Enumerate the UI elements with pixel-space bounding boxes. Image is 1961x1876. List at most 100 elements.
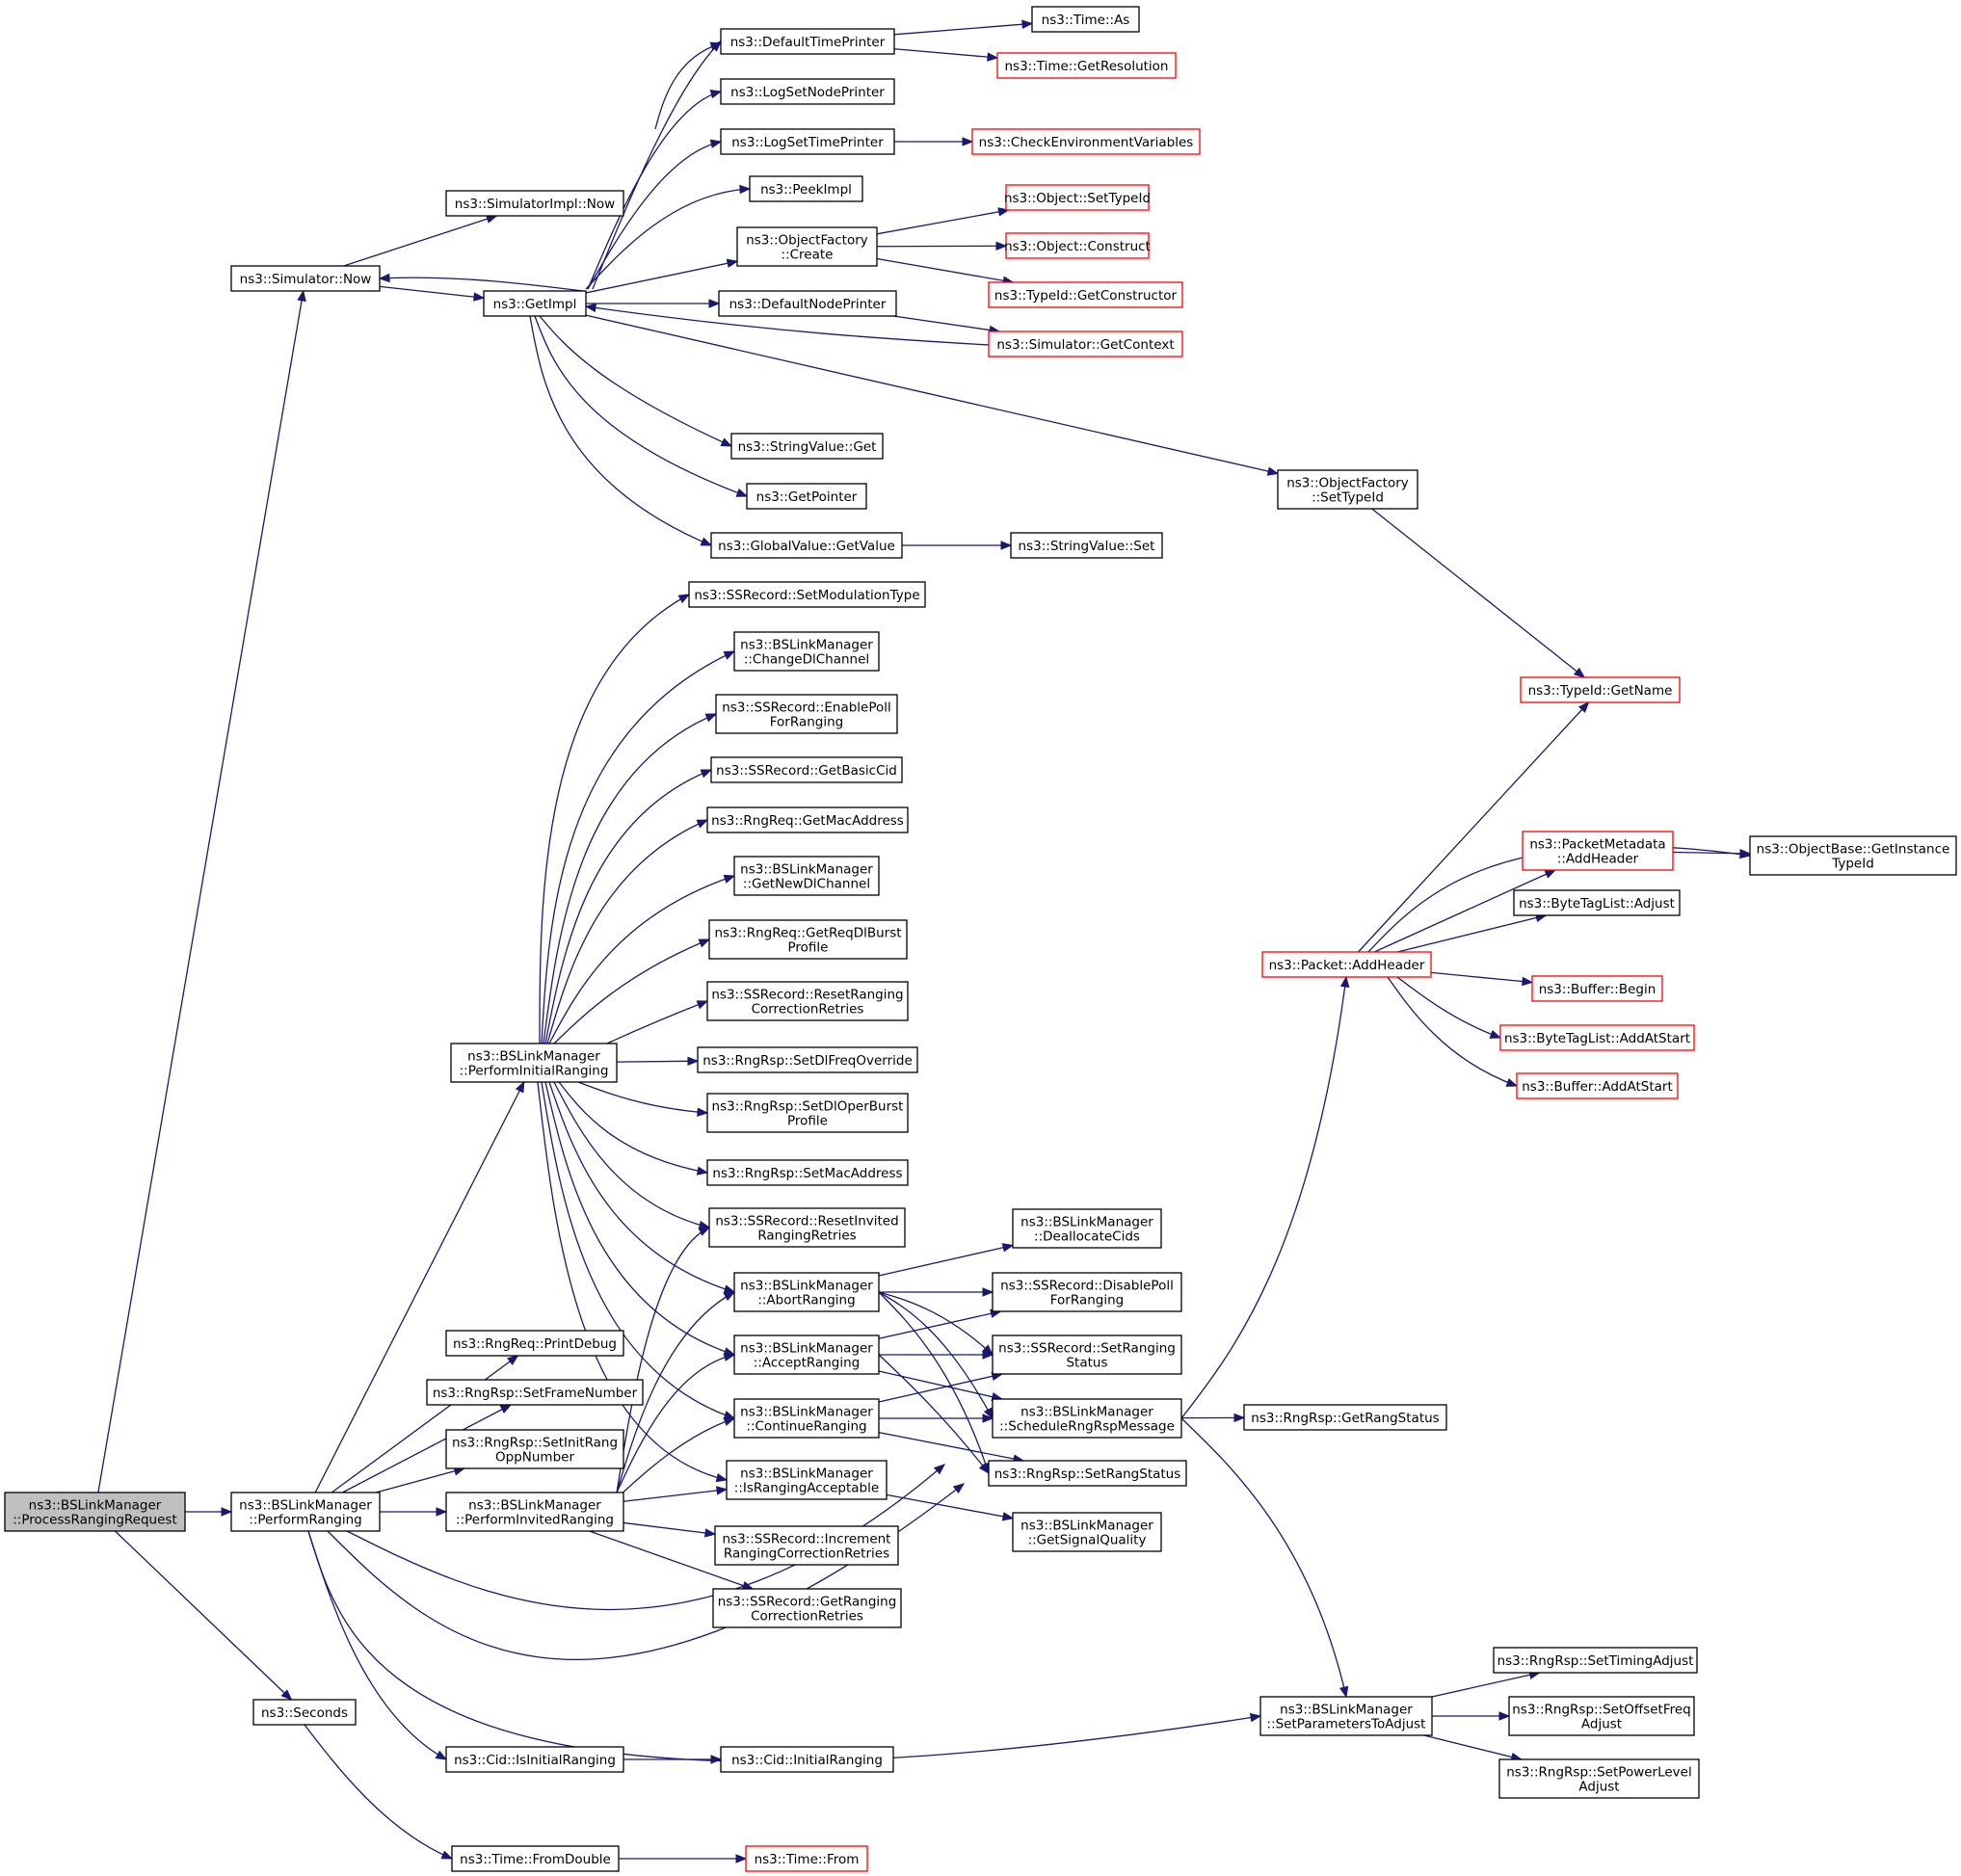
node-checkenv[interactable]: ns3::CheckEnvironmentVariables (971, 128, 1201, 155)
node-box (1513, 889, 1681, 916)
node-ss-resetcorr[interactable]: ns3::SSRecord::ResetRangingCorrectionRet… (706, 981, 909, 1021)
node-time-getres[interactable]: ns3::Time::GetResolution (996, 52, 1177, 79)
node-label: ns3::RngRsp::SetDlOperBurst (712, 1099, 904, 1115)
node-ss-getbasic[interactable]: ns3::SSRecord::GetBasicCid (710, 756, 903, 783)
node-bs-schedule[interactable]: ns3::BSLinkManager::ScheduleRngRspMessag… (992, 1398, 1182, 1439)
node-box (688, 581, 926, 608)
node-buf-begin[interactable]: ns3::Buffer::Begin (1531, 975, 1663, 1002)
node-time-fromdouble[interactable]: ns3::Time::FromDouble (451, 1845, 620, 1872)
node-typeid-getname[interactable]: ns3::TypeId::GetName (1520, 676, 1681, 703)
node-time-from[interactable]: ns3::Time::From (745, 1845, 868, 1872)
call-edge-getimpl-to-of_create (585, 258, 739, 294)
node-bs-accept[interactable]: ns3::BSLinkManager::AcceptRanging (733, 1334, 880, 1375)
node-ss-setmod[interactable]: ns3::SSRecord::SetModulationType (688, 581, 926, 608)
node-perf-initial[interactable]: ns3::BSLinkManager::PerformInitialRangin… (450, 1043, 618, 1083)
node-obj-construct[interactable]: ns3::Object::Construct (1004, 232, 1151, 259)
node-box (426, 1379, 644, 1406)
node-ss-getrangcorr[interactable]: ns3::SSRecord::GetRangingCorrectionRetri… (712, 1588, 902, 1628)
node-perf-ranging[interactable]: ns3::BSLinkManager::PerformRanging (230, 1492, 381, 1532)
node-label: ns3::Buffer::AddAtStart (1522, 1079, 1673, 1095)
node-label: ns3::RngReq::PrintDebug (453, 1336, 617, 1352)
node-bs-dealloc[interactable]: ns3::BSLinkManager::DeallocateCids (1012, 1208, 1162, 1249)
node-seconds[interactable]: ns3::Seconds (252, 1699, 357, 1726)
node-box (4, 1492, 186, 1532)
node-getpointer[interactable]: ns3::GetPointer (746, 483, 867, 510)
node-obj-settypeid[interactable]: ns3::Object::SetTypeId (1004, 184, 1151, 211)
node-of-settypeid[interactable]: ns3::ObjectFactory::SetTypeId (1277, 469, 1418, 510)
node-ss-resetinvited[interactable]: ns3::SSRecord::ResetInvitedRangingRetrie… (708, 1207, 906, 1248)
node-label: ns3::LogSetNodePrinter (730, 85, 885, 100)
node-bs-isacceptable[interactable]: ns3::BSLinkManager::IsRangingAcceptable (726, 1460, 888, 1500)
node-bs-getnewdl[interactable]: ns3::BSLinkManager::GetNewDlChannel (733, 856, 880, 896)
node-pm-addheader[interactable]: ns3::PacketMetadata::AddHeader (1522, 831, 1674, 871)
node-simimpl-now[interactable]: ns3::SimulatorImpl::Now (445, 190, 624, 217)
node-box (706, 806, 909, 833)
call-edge-packet_addheader-to-btl_addatstart (1396, 976, 1502, 1039)
node-perf-invited[interactable]: ns3::BSLinkManager::PerformInvitedRangin… (445, 1492, 624, 1532)
node-bs-abort[interactable]: ns3::BSLinkManager::AbortRanging (733, 1272, 880, 1312)
node-root[interactable]: ns3::BSLinkManager::ProcessRangingReques… (4, 1492, 186, 1532)
node-box (1508, 1696, 1695, 1736)
call-edge-perf_initial-to-ss_getbasic (544, 769, 713, 1044)
node-sv-set[interactable]: ns3::StringValue::Set (1010, 532, 1163, 559)
call-edge-packet_addheader-to-buf_begin (1430, 971, 1534, 987)
node-sim-getcontext[interactable]: ns3::Simulator::GetContext (988, 330, 1183, 357)
node-default-node[interactable]: ns3::DefaultNodePrinter (718, 290, 897, 317)
node-rngrsp-settiming[interactable]: ns3::RngRsp::SetTimingAdjust (1493, 1647, 1698, 1674)
node-bs-setparams[interactable]: ns3::BSLinkManager::SetParametersToAdjus… (1259, 1696, 1433, 1736)
node-cid-isinitial[interactable]: ns3::Cid::IsInitialRanging (445, 1746, 624, 1773)
node-label: ::ScheduleRngRspMessage (999, 1419, 1175, 1435)
node-box (996, 52, 1177, 79)
node-of-create[interactable]: ns3::ObjectFactory::Create (736, 226, 878, 267)
node-bs-continue[interactable]: ns3::BSLinkManager::ContinueRanging (733, 1398, 880, 1439)
node-rngrsp-setmac[interactable]: ns3::RngRsp::SetMacAddress (706, 1159, 909, 1186)
node-label: Profile (787, 1114, 828, 1129)
node-box (1261, 951, 1432, 978)
node-packet-addheader[interactable]: ns3::Packet::AddHeader (1261, 951, 1432, 978)
node-box (749, 175, 863, 202)
call-edge-getimpl-to-getpointer (534, 315, 749, 497)
node-label: ns3::RngReq::GetMacAddress (711, 813, 904, 829)
node-box (252, 1699, 357, 1726)
node-time-as[interactable]: ns3::Time::As (1031, 6, 1140, 33)
node-cid-initial[interactable]: ns3::Cid::InitialRanging (720, 1746, 894, 1773)
call-edge-perf_initial-to-bs_continue (541, 1081, 736, 1420)
node-getimpl[interactable]: ns3::GetImpl (483, 290, 587, 317)
node-label: ns3::SSRecord::DisablePoll (1000, 1279, 1174, 1294)
call-edge-getimpl-to-logsettime (587, 139, 723, 290)
node-label: ns3::ByteTagList::Adjust (1519, 896, 1675, 912)
node-rngreq-print[interactable]: ns3::RngReq::PrintDebug (445, 1330, 624, 1357)
node-peekimpl[interactable]: ns3::PeekImpl (749, 175, 863, 202)
node-bs-changedl[interactable]: ns3::BSLinkManager::ChangeDlChannel (733, 631, 880, 672)
node-rngrsp-setrang[interactable]: ns3::RngRsp::SetRangStatus (988, 1460, 1187, 1487)
node-bs-getsignal[interactable]: ns3::BSLinkManager::GetSignalQuality (1012, 1512, 1162, 1552)
node-rngrsp-getrang[interactable]: ns3::RngRsp::GetRangStatus (1243, 1404, 1447, 1431)
node-label: ns3::RngRsp::SetMacAddress (712, 1166, 902, 1181)
node-label: ns3::BSLinkManager (468, 1498, 601, 1514)
node-sv-get[interactable]: ns3::StringValue::Get (730, 433, 884, 460)
node-box (971, 128, 1201, 155)
node-default-time[interactable]: ns3::DefaultTimePrinter (720, 28, 895, 55)
node-ss-increment[interactable]: ns3::SSRecord::IncrementRangingCorrectio… (714, 1525, 899, 1566)
node-typeid-getctor[interactable]: ns3::TypeId::GetConstructor (988, 281, 1183, 308)
node-logsetnode[interactable]: ns3::LogSetNodePrinter (720, 78, 895, 105)
node-gv-getvalue[interactable]: ns3::GlobalValue::GetValue (710, 532, 903, 559)
node-rngrsp-setdlfreq[interactable]: ns3::RngRsp::SetDlFreqOverride (697, 1046, 918, 1073)
node-rngreq-getmac[interactable]: ns3::RngReq::GetMacAddress (706, 806, 909, 833)
node-sim-now[interactable]: ns3::Simulator::Now (230, 265, 381, 292)
node-btl-addatstart[interactable]: ns3::ByteTagList::AddAtStart (1499, 1024, 1695, 1051)
node-btl-adjust[interactable]: ns3::ByteTagList::Adjust (1513, 889, 1681, 916)
node-logsettime[interactable]: ns3::LogSetTimePrinter (720, 128, 895, 155)
node-rngrsp-setframe[interactable]: ns3::RngRsp::SetFrameNumber (426, 1379, 644, 1406)
node-buf-addatstart[interactable]: ns3::Buffer::AddAtStart (1516, 1072, 1679, 1099)
call-edge-perf_initial-to-bs_abort (548, 1081, 736, 1294)
